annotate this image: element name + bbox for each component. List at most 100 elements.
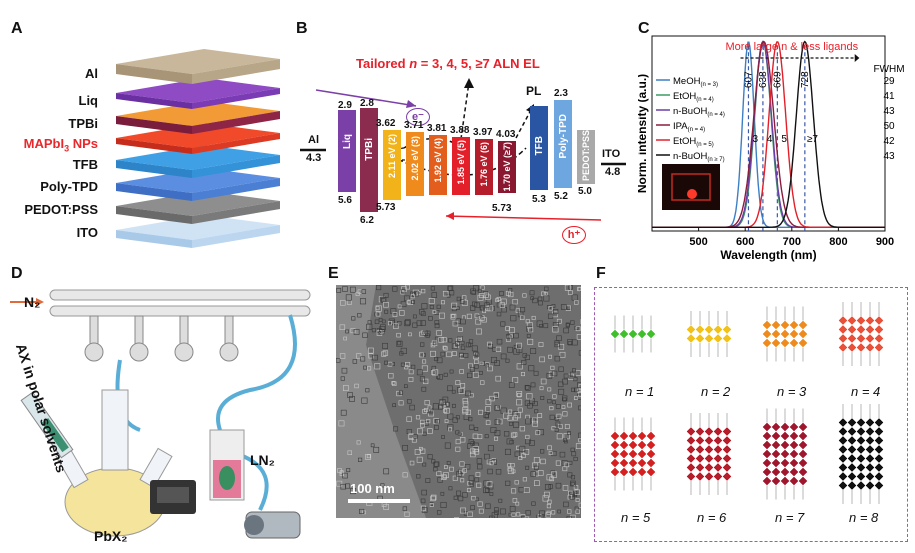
- legend-label-0: MeOH(n = 3): [673, 76, 718, 88]
- panel-letter-b: B: [296, 20, 308, 38]
- octahedron: [848, 316, 857, 325]
- octahedron: [611, 432, 620, 441]
- bar-tpbi-label: TPBi: [364, 138, 375, 161]
- bar-tfb-label: TFB: [534, 136, 545, 155]
- octahedron: [629, 330, 638, 339]
- structure-label-n2: n = 2: [701, 384, 730, 399]
- octahedron: [714, 334, 723, 343]
- octahedron: [839, 436, 848, 445]
- octahedron: [629, 450, 638, 459]
- octahedron: [799, 477, 808, 486]
- octahedron: [714, 325, 723, 334]
- scale-bar-label: 100 nm: [350, 481, 395, 496]
- structure-label-n6: n = 6: [697, 510, 726, 525]
- octahedron: [705, 445, 714, 454]
- bar-liq-bottom: 5.6: [338, 195, 352, 206]
- octahedron: [696, 436, 705, 445]
- octahedron: [848, 445, 857, 454]
- structure-label-n7: n = 7: [775, 510, 804, 525]
- device-stack-panel: Al Liq TPBi MAPbI3 NPs TFB Poly-TPD PEDO…: [8, 40, 290, 255]
- octahedron: [696, 445, 705, 454]
- octahedron: [772, 477, 781, 486]
- octahedron: [781, 477, 790, 486]
- structure-label-n4: n = 4: [851, 384, 880, 399]
- legend-sub-1: (n = 4): [696, 97, 714, 103]
- octahedron: [857, 463, 866, 472]
- octahedron: [848, 481, 857, 490]
- octahedron: [772, 450, 781, 459]
- bar-n2-top: 3.62: [376, 118, 395, 129]
- octahedron: [781, 432, 790, 441]
- trend-arrowhead: [855, 54, 860, 62]
- pbx2-label: PbX₂: [94, 528, 127, 544]
- bar-n7-bottom: 5.73: [492, 203, 511, 214]
- octahedron: [799, 450, 808, 459]
- fwhm-value-0: 29: [883, 76, 895, 87]
- bar-liq: [338, 110, 356, 192]
- octahedron: [772, 423, 781, 432]
- octahedron: [763, 423, 772, 432]
- bar-n7-label: 1.70 eV (≥7): [502, 142, 512, 191]
- n-label-1: 4: [767, 134, 773, 145]
- octahedron: [848, 454, 857, 463]
- octahedron: [790, 423, 799, 432]
- octahedron: [723, 334, 732, 343]
- octahedron: [839, 334, 848, 343]
- octahedron: [857, 481, 866, 490]
- layer-label-polytpd: Poly-TPD: [18, 179, 98, 194]
- octahedron: [723, 463, 732, 472]
- bar-polytpd-label: Poly-TPD: [558, 114, 569, 158]
- octahedron: [866, 454, 875, 463]
- octahedron: [763, 450, 772, 459]
- octahedron: [705, 472, 714, 481]
- legend-sub-2: (n = 4): [707, 112, 725, 118]
- octahedron: [790, 330, 799, 339]
- octahedron: [875, 463, 884, 472]
- octahedron: [638, 450, 647, 459]
- fwhm-value-3: 50: [883, 121, 895, 132]
- hole-badge: h⁺: [562, 226, 586, 244]
- flask-neck: [102, 390, 128, 470]
- energy-diagram-panel: Tailored n = 3, 4, 5, ≥7 ALN EL Al 4.3 I…: [296, 38, 636, 260]
- tem-image: 100 nm: [336, 285, 581, 518]
- octahedron: [647, 441, 656, 450]
- al-value: 4.3: [306, 152, 321, 164]
- octahedron: [799, 432, 808, 441]
- octahedron: [866, 427, 875, 436]
- octahedron: [705, 325, 714, 334]
- octahedron: [866, 325, 875, 334]
- octahedron: [848, 418, 857, 427]
- octahedron: [799, 468, 808, 477]
- octahedron: [763, 441, 772, 450]
- octahedron: [696, 463, 705, 472]
- octahedron: [866, 436, 875, 445]
- bar-n2-bottom: 5.73: [376, 202, 395, 213]
- bar-tpbi-top: 2.8: [360, 98, 374, 109]
- octahedron: [790, 339, 799, 348]
- octahedron: [875, 436, 884, 445]
- octahedron: [705, 334, 714, 343]
- octahedron: [866, 472, 875, 481]
- octahedron: [714, 427, 723, 436]
- layer-label-al: Al: [18, 66, 98, 81]
- octahedron: [857, 436, 866, 445]
- octahedron: [857, 472, 866, 481]
- octahedron: [799, 459, 808, 468]
- octahedron: [723, 454, 732, 463]
- structure-n1: [611, 316, 656, 353]
- octahedron: [799, 441, 808, 450]
- octahedron: [875, 472, 884, 481]
- octahedron: [611, 441, 620, 450]
- octahedron: [723, 436, 732, 445]
- octahedron: [848, 334, 857, 343]
- octahedron: [647, 468, 656, 477]
- octahedron: [839, 325, 848, 334]
- octahedron: [714, 445, 723, 454]
- octahedron: [866, 343, 875, 352]
- fwhm-value-2: 43: [883, 106, 895, 117]
- structure-label-n5: n = 5: [621, 510, 650, 525]
- octahedron: [647, 459, 656, 468]
- octahedron: [705, 463, 714, 472]
- octahedron: [647, 330, 656, 339]
- octahedron: [772, 339, 781, 348]
